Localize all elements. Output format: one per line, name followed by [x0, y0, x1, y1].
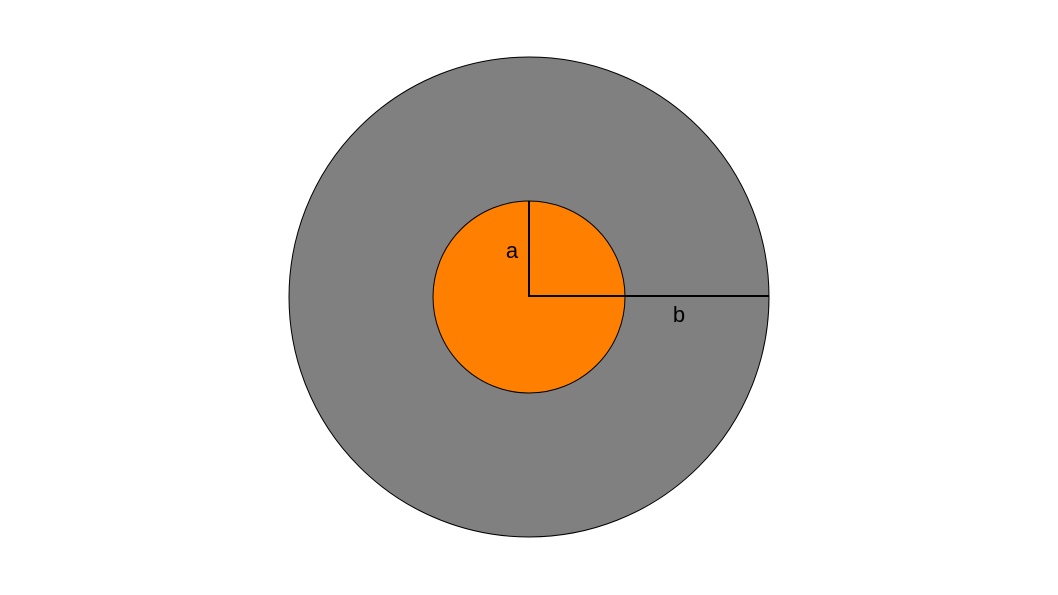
outer-radius-label: b — [673, 302, 685, 327]
inner-radius-label: a — [506, 238, 519, 263]
